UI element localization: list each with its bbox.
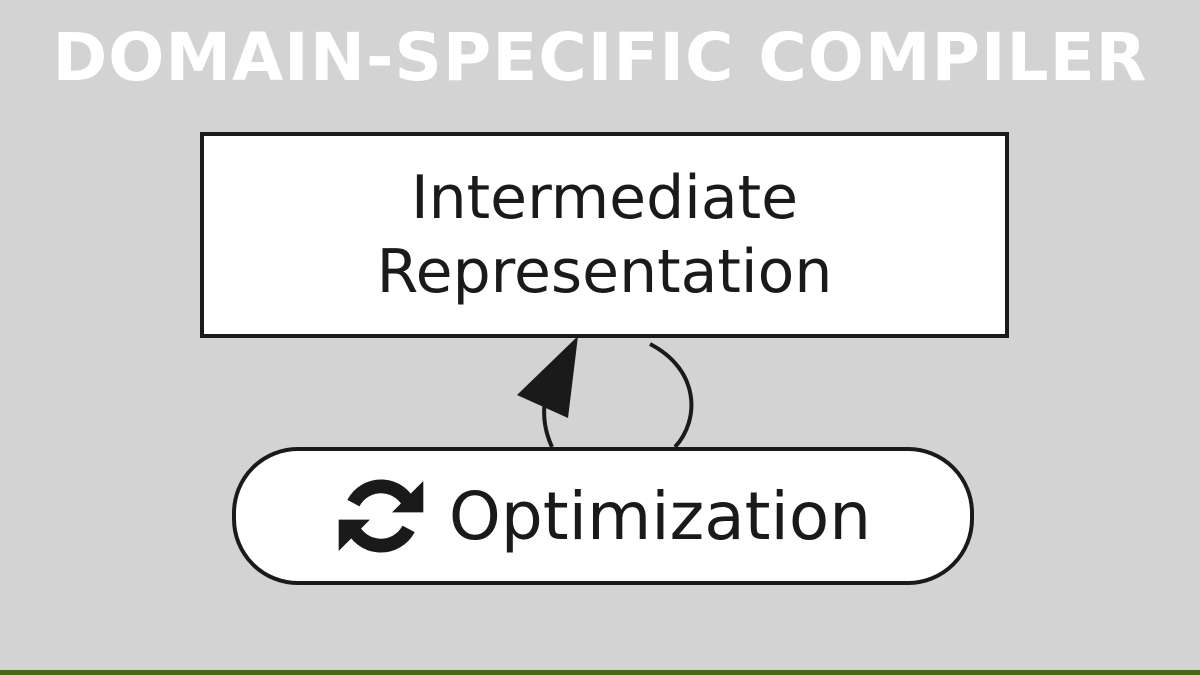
refresh-icon — [338, 479, 424, 553]
optimization-pill: Optimization — [232, 447, 974, 585]
diagram-title: DOMAIN-SPECIFIC COMPILER — [52, 19, 1148, 96]
ir-label-line2: Representation — [376, 237, 833, 307]
footer-bar — [0, 670, 1200, 675]
intermediate-representation-box: Intermediate Representation — [200, 132, 1009, 338]
ir-label-line1: Intermediate — [410, 163, 799, 233]
optimization-label: Optimization — [448, 477, 872, 555]
